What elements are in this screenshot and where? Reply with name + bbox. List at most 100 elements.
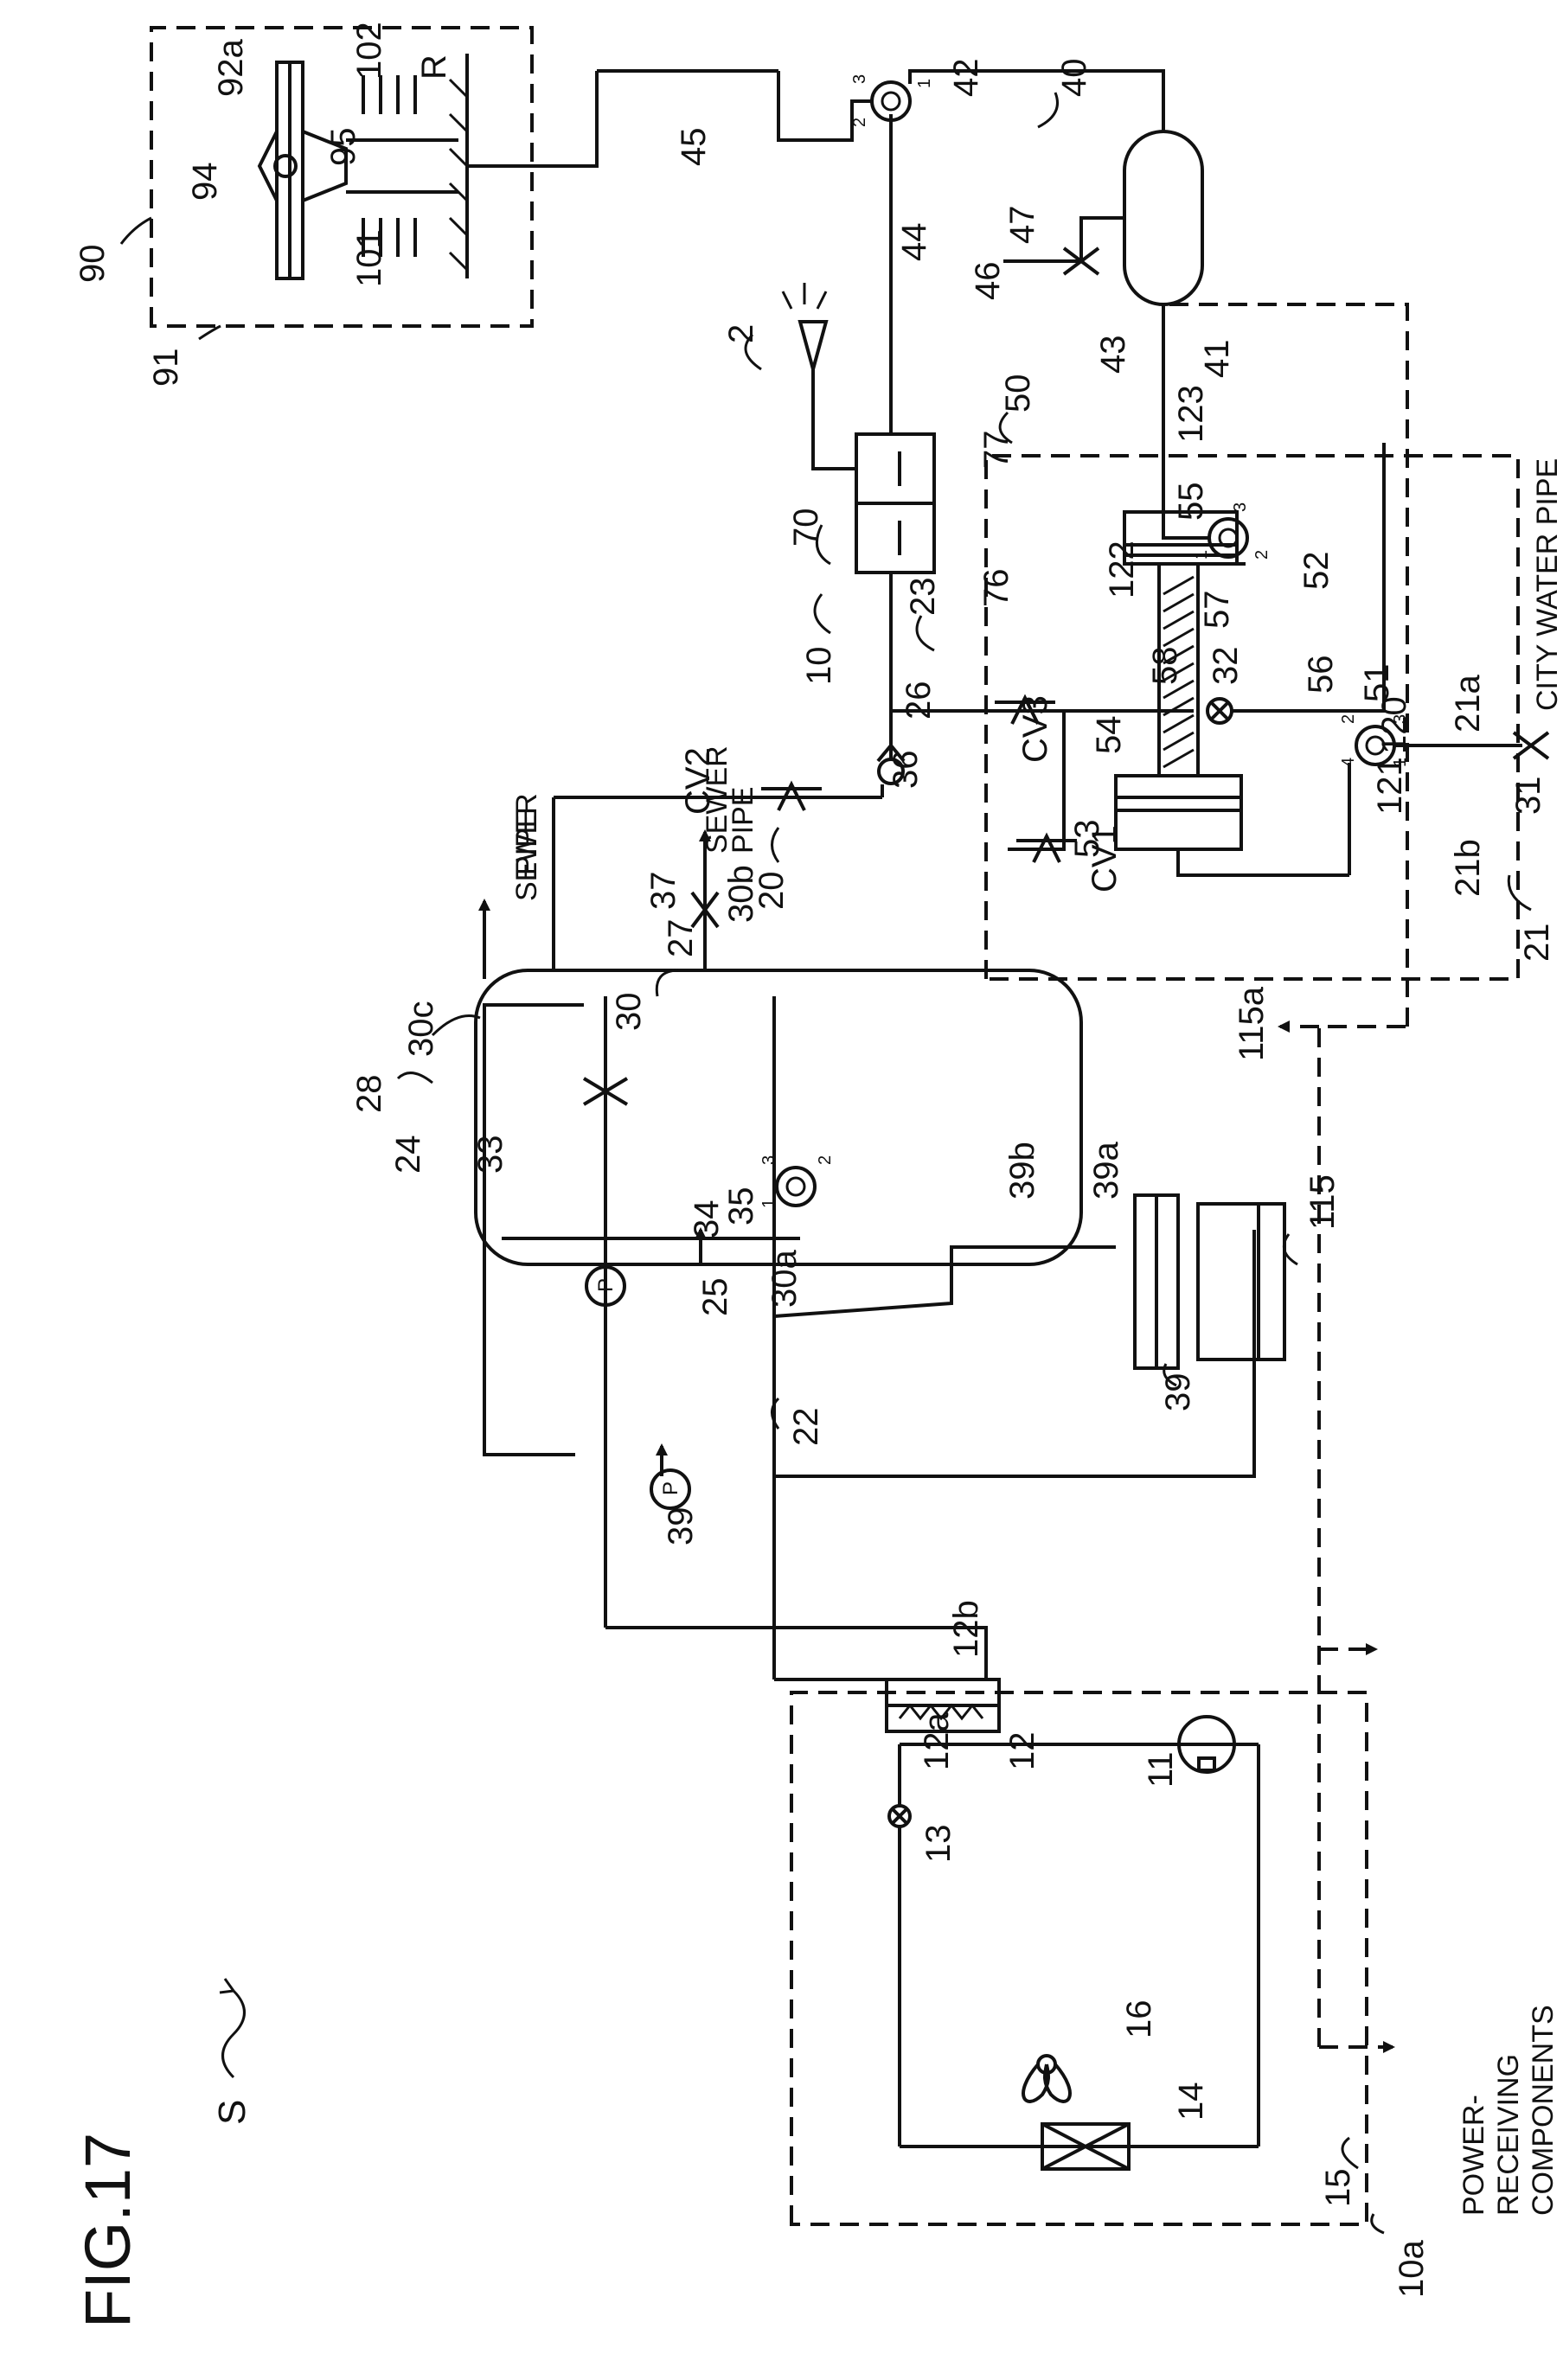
- label-16: 16: [1120, 2000, 1158, 2039]
- piston-123: [1124, 545, 1237, 555]
- label-15: 15: [1319, 2169, 1357, 2208]
- port-51-1: 1: [1391, 758, 1410, 767]
- label-24: 24: [389, 1136, 427, 1174]
- label-51: 51: [1358, 664, 1396, 703]
- label-45: 45: [675, 128, 713, 167]
- label-28: 28: [350, 1075, 388, 1114]
- label-122: 122: [1103, 541, 1141, 598]
- flow-valve-32: [1207, 699, 1232, 723]
- port-35-2: 2: [816, 1155, 835, 1165]
- label-101: 101: [350, 229, 388, 287]
- unit-77: [856, 434, 934, 503]
- three-way-valve-52: [1209, 519, 1247, 557]
- label-12a: 12a: [918, 1712, 956, 1770]
- ground-hatching-R: [450, 80, 467, 270]
- label-21b: 21b: [1449, 839, 1487, 897]
- pipe-53: [1178, 849, 1349, 875]
- label-95: 95: [324, 128, 362, 167]
- label-46: 46: [969, 262, 1007, 301]
- label-90: 90: [74, 245, 112, 284]
- unit-76: [856, 503, 934, 573]
- label-44: 44: [895, 223, 933, 262]
- antenna-feed: [813, 369, 856, 469]
- label-CV3: CV3: [1016, 695, 1054, 763]
- leader-40: [1038, 93, 1058, 127]
- tank-41: [1124, 131, 1202, 304]
- label-94: 94: [186, 163, 224, 202]
- label-92a: 92a: [212, 39, 250, 97]
- label-54: 54: [1090, 716, 1128, 755]
- caption-power-line1: POWER-: [1457, 2095, 1490, 2216]
- controller-115: [1198, 1204, 1259, 1360]
- caption-power-line2: RECEIVING: [1492, 2054, 1525, 2216]
- label-30c: 30c: [402, 1001, 440, 1058]
- leader-10a: [1372, 2214, 1384, 2233]
- pipe-28-loop: [484, 1005, 584, 1455]
- label-32: 32: [1207, 647, 1245, 686]
- piston-121: [1116, 797, 1241, 810]
- coil-102: [363, 75, 415, 114]
- label-30a: 30a: [765, 1250, 804, 1308]
- pump-39: P: [651, 1470, 689, 1508]
- leader-28: [398, 1073, 432, 1083]
- port-35-1: 1: [759, 1199, 778, 1208]
- label-47: 47: [1003, 206, 1041, 245]
- antenna-2: [783, 283, 826, 369]
- label-30: 30: [610, 993, 648, 1032]
- label-115a: 115a: [1233, 986, 1271, 1061]
- label-77: 77: [977, 431, 1015, 470]
- cylinder-121-body: [1116, 776, 1241, 849]
- port-35-3: 3: [759, 1155, 778, 1165]
- label-14: 14: [1172, 2082, 1210, 2121]
- label-50: 50: [999, 374, 1037, 413]
- label-10a: 10a: [1393, 2240, 1431, 2298]
- unit-50-box: [986, 456, 1518, 979]
- label-41: 41: [1198, 340, 1236, 379]
- system-leader-arrow: [220, 1979, 234, 1993]
- label-21a: 21a: [1449, 675, 1487, 733]
- leader-10: [815, 594, 830, 633]
- label-58: 58: [1146, 647, 1184, 686]
- label-20: 20: [753, 872, 791, 911]
- label-37: 37: [644, 872, 682, 911]
- label-39b: 39b: [1003, 1142, 1041, 1200]
- leader-90: [121, 218, 151, 244]
- controller-115a-panel: [1259, 1204, 1284, 1360]
- leader-30: [657, 970, 679, 996]
- label-34: 34: [688, 1200, 726, 1239]
- label-53: 53: [1068, 820, 1106, 859]
- label-42: 42: [947, 59, 985, 98]
- label-56: 56: [1302, 656, 1340, 694]
- label-57: 57: [1198, 591, 1236, 630]
- system-label: S: [211, 2100, 253, 2125]
- label-11: 11: [1142, 1751, 1180, 1788]
- label-40: 40: [1055, 59, 1093, 98]
- label-39-heater: 39: [1159, 1373, 1197, 1412]
- leader-21: [1509, 875, 1531, 910]
- leader-20: [772, 828, 779, 862]
- port-51-3: 3: [1391, 714, 1410, 724]
- label-76: 76: [977, 569, 1015, 608]
- port-52-2: 2: [1252, 550, 1272, 560]
- fan-16: [1023, 2056, 1070, 2102]
- figure-title: FIG.17: [72, 2133, 144, 2328]
- label-26: 26: [900, 681, 938, 720]
- caption-sewer1-line2: PIPE: [510, 809, 543, 875]
- system-leader: [223, 1991, 245, 2077]
- leader-23: [917, 616, 934, 650]
- label-25: 25: [696, 1278, 734, 1317]
- label-10: 10: [800, 647, 838, 686]
- svg-text:P: P: [594, 1278, 618, 1292]
- label-27: 27: [662, 919, 700, 958]
- label-23: 23: [904, 578, 942, 617]
- label-91: 91: [147, 349, 185, 387]
- svg-text:P: P: [659, 1481, 682, 1495]
- label-39-pump: 39: [662, 1507, 700, 1546]
- label-13: 13: [919, 1825, 958, 1864]
- caption-power-line3: COMPONENTS: [1527, 2005, 1560, 2216]
- port-42-3: 3: [850, 74, 869, 84]
- expansion-valve-13: [889, 1806, 910, 1827]
- pipe-35-to-tank-bottom: [774, 1247, 1116, 1316]
